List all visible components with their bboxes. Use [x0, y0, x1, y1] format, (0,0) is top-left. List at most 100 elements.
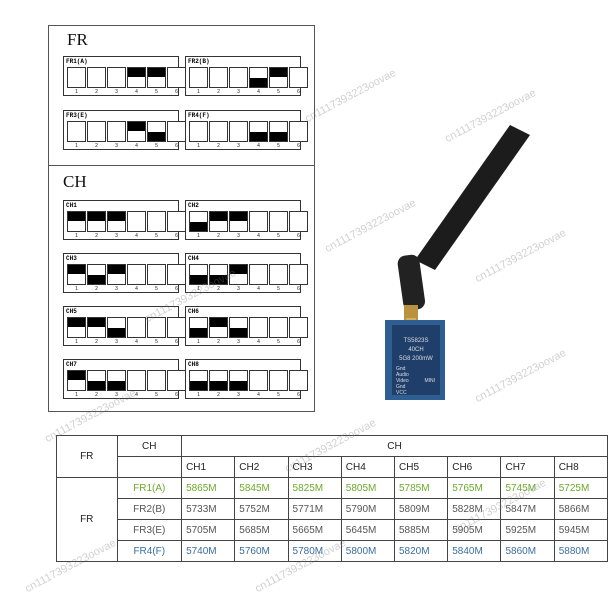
dip-knob — [148, 132, 165, 141]
pin-number: 4 — [135, 233, 138, 239]
pin-number: 2 — [95, 233, 98, 239]
dip-slot-down — [189, 317, 208, 338]
dip-knob — [128, 68, 145, 77]
frequency-cell: 5725M — [553, 477, 608, 499]
dip-slot-off — [127, 370, 146, 391]
dip-knob — [128, 122, 145, 131]
pin-number: 1 — [75, 286, 78, 292]
dip-slot-off — [127, 211, 146, 232]
pin-number: 5 — [155, 339, 158, 345]
column-header: CH1 — [181, 456, 236, 478]
dip-switch-label: CH7 — [66, 361, 77, 368]
pin-number: 3 — [237, 143, 240, 149]
dip-slot-down — [249, 67, 268, 88]
dip-knob — [68, 265, 85, 274]
dip-slot-off — [167, 370, 186, 391]
dip-knob — [108, 212, 125, 221]
pin-number: 2 — [217, 89, 220, 95]
dip-knob — [250, 132, 267, 141]
dip-slot-up — [209, 317, 228, 338]
pin-number: 5 — [155, 392, 158, 398]
dip-knob — [230, 265, 247, 274]
dip-slot-up — [209, 211, 228, 232]
pin-number: 3 — [115, 339, 118, 345]
pin-number: 5 — [155, 89, 158, 95]
column-header: CH7 — [500, 456, 555, 478]
dip-slot-off — [67, 121, 86, 142]
dip-slot-off — [289, 264, 308, 285]
dip-slot-off — [249, 370, 268, 391]
dip-slot-off — [229, 121, 248, 142]
dip-slot-off — [189, 67, 208, 88]
dip-slot-off — [289, 317, 308, 338]
pin-number: 4 — [135, 286, 138, 292]
dip-slot-off — [147, 317, 166, 338]
pin-number: 3 — [115, 286, 118, 292]
frequency-cell: 5780M — [287, 540, 342, 562]
frequency-cell: 5771M — [287, 498, 342, 520]
dip-slot-down — [229, 317, 248, 338]
row-header: FR4(F) — [116, 540, 183, 562]
dip-knob — [190, 222, 207, 231]
frequency-cell: 5809M — [393, 498, 449, 520]
dip-slot-off — [289, 121, 308, 142]
ch-section-title: CH — [63, 172, 87, 191]
pin-number: 4 — [135, 89, 138, 95]
pin-number: 5 — [277, 339, 280, 345]
row-header: FR3(E) — [116, 519, 183, 541]
dip-slot-off — [147, 370, 166, 391]
dip-slot-off — [127, 264, 146, 285]
dip-slot-down — [269, 121, 288, 142]
vtx-module-image: TS5823S 40CH 5G8 200mW GndAudioVideoGndV… — [385, 125, 530, 400]
pin-number: 1 — [197, 143, 200, 149]
frequency-cell: 5825M — [287, 477, 342, 499]
frequency-cell: 5785M — [393, 477, 449, 499]
pin-number: 2 — [95, 286, 98, 292]
dip-slot-off — [249, 317, 268, 338]
dip-slot-off — [167, 121, 186, 142]
frequency-cell: 5885M — [393, 519, 449, 541]
column-header: CH6 — [447, 456, 502, 478]
dip-knob — [68, 318, 85, 327]
frequency-cell: 5790M — [340, 498, 396, 520]
frequency-cell: 5860M — [500, 540, 555, 562]
module-side-label: Gnd — [396, 366, 406, 372]
dip-slot-off — [249, 264, 268, 285]
pin-number: 1 — [197, 89, 200, 95]
frequency-cell: 5880M — [553, 540, 608, 562]
dip-slot-off — [167, 211, 186, 232]
dip-switch-label: CH1 — [66, 202, 77, 209]
pin-number: 4 — [257, 233, 260, 239]
dip-slot-up — [67, 370, 86, 391]
watermark-text: cn1117393223oovae — [303, 66, 399, 126]
pin-number: 3 — [237, 286, 240, 292]
dip-knob — [68, 371, 85, 380]
corner-blank — [116, 456, 183, 478]
dip-slot-off — [289, 67, 308, 88]
frequency-cell: 5820M — [393, 540, 449, 562]
frequency-cell: 5733M — [181, 498, 236, 520]
pin-number: 6 — [175, 143, 178, 149]
dip-slot-down — [229, 370, 248, 391]
pin-number: 1 — [75, 233, 78, 239]
pin-number: 1 — [75, 339, 78, 345]
dip-knob — [148, 68, 165, 77]
dip-slot-off — [269, 370, 288, 391]
frequency-cell: 5866M — [553, 498, 608, 520]
fr-side-label: FR — [56, 477, 118, 562]
pin-number: 3 — [237, 339, 240, 345]
dip-switch-label: CH4 — [188, 255, 199, 262]
pin-number: 2 — [217, 143, 220, 149]
dip-knob — [210, 381, 227, 390]
frequency-cell: 5800M — [340, 540, 396, 562]
dip-knob — [230, 381, 247, 390]
dip-knob — [88, 212, 105, 221]
dip-slot-up — [87, 211, 106, 232]
dip-switch-label: CH5 — [66, 308, 77, 315]
dip-knob — [230, 212, 247, 221]
